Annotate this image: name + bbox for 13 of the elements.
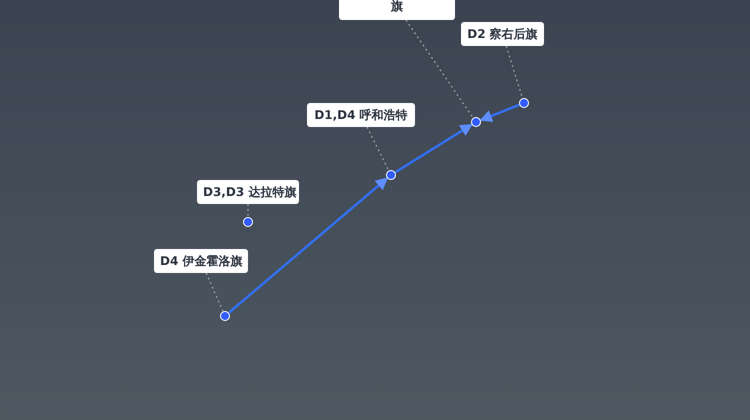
leader-line <box>247 204 249 217</box>
leader-line <box>405 20 474 118</box>
place-label: D4 伊金霍洛旗 <box>154 249 248 273</box>
place-label: D3,D3 达拉特旗 <box>197 180 299 204</box>
route-arrow <box>394 124 473 174</box>
route-arrow <box>228 177 388 314</box>
place-label: D1,D4 呼和浩特 <box>307 103 415 127</box>
leader-line <box>206 272 224 312</box>
route-arrow <box>479 104 520 122</box>
place-label: 旗 <box>339 0 455 20</box>
leader-line <box>506 46 524 98</box>
place-label: D2 察右后旗 <box>461 22 544 46</box>
leader-line <box>366 126 390 171</box>
